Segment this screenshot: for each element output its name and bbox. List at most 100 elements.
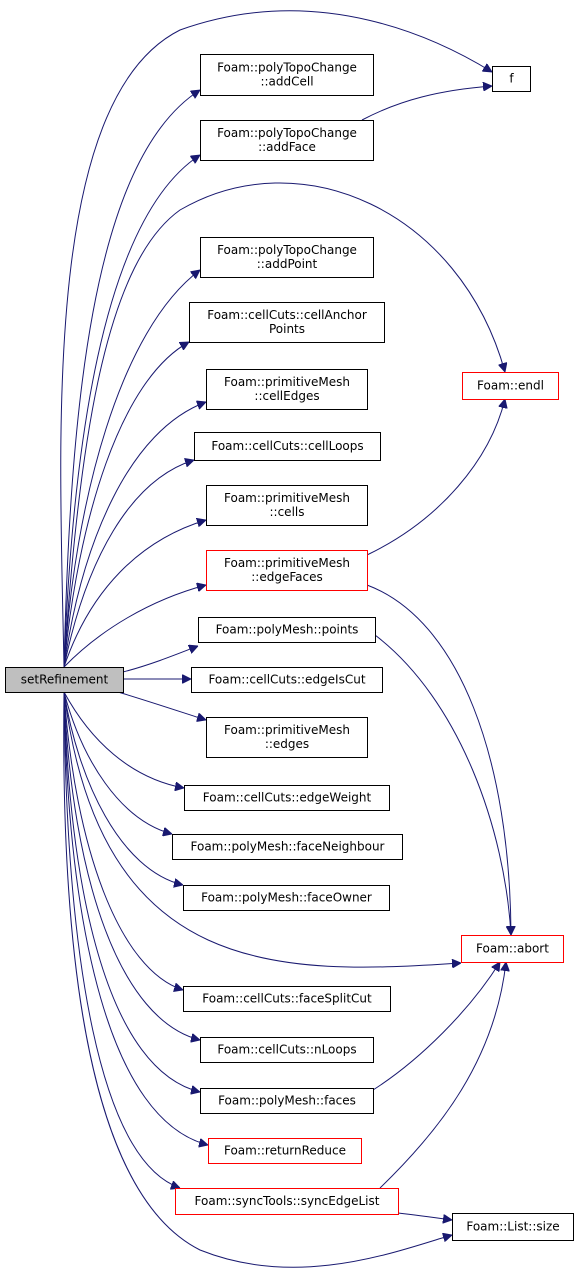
nodes-layer: setRefinementfFoam::polyTopoChange::addC… (5, 54, 574, 1241)
edge-setRefinement-to-cellEdges (63, 402, 206, 668)
edge-setRefinement-to-addCell (63, 90, 200, 668)
node-box (172, 834, 403, 860)
edge-setRefinement-to-edgeFaces (63, 585, 206, 668)
edge-setRefinement-to-addPoint (63, 270, 200, 668)
node-label: Foam::primitiveMesh (224, 491, 350, 505)
node-box (200, 1037, 374, 1063)
node-label: Foam::polyTopoChange (217, 243, 357, 257)
node-f[interactable]: f (492, 66, 531, 92)
edge-setRefinement-to-cellLoops (63, 460, 194, 668)
node-addCell[interactable]: Foam::polyTopoChange::addCell (200, 54, 374, 96)
edge-edgeFaces-to-abort (366, 584, 511, 935)
node-box (175, 1188, 399, 1215)
node-box (184, 785, 390, 811)
node-label: Foam::cellCuts::edgeIsCut (208, 673, 365, 687)
node-label: Foam::cellCuts::cellLoops (211, 439, 363, 453)
node-label: Foam::primitiveMesh (224, 556, 350, 570)
node-label: Foam::syncTools::syncEdgeList (195, 1194, 380, 1208)
node-box (208, 1138, 362, 1164)
node-label: Foam::cellCuts::edgeWeight (203, 791, 372, 805)
node-box (200, 237, 374, 278)
edge-syncEdgeList-to-abort (379, 962, 506, 1189)
edge-setRefinement-to-faceSplitCut (63, 691, 183, 990)
node-box (200, 1088, 374, 1114)
edge-setRefinement-to-cellAnchorPoints (63, 342, 189, 668)
node-label: Foam::polyMesh::faceNeighbour (191, 840, 385, 854)
node-label: Foam::abort (476, 942, 549, 956)
node-label: ::cells (270, 505, 305, 519)
node-box (492, 66, 531, 92)
node-label: Foam::polyTopoChange (217, 126, 357, 140)
node-label: Points (269, 322, 305, 336)
node-box (194, 432, 381, 461)
edge-setRefinement-to-faces (63, 691, 200, 1092)
edges-layer (60, 10, 511, 1268)
edge-setRefinement-to-syncEdgeList (63, 691, 180, 1188)
node-box (189, 302, 385, 343)
node-edgeIsCut[interactable]: Foam::cellCuts::edgeIsCut (191, 667, 383, 693)
edge-setRefinement-to-addFace (63, 155, 200, 668)
node-box (200, 54, 374, 96)
edge-setRefinement-to-abort (63, 691, 461, 967)
node-edges[interactable]: Foam::primitiveMesh::edges (206, 717, 368, 758)
node-addFace[interactable]: Foam::polyTopoChange::addFace (200, 120, 374, 161)
node-size[interactable]: Foam::List::size (452, 1213, 574, 1241)
edge-setRefinement-to-faceOwner (63, 691, 183, 885)
edge-addFace-to-f (361, 86, 492, 121)
node-box (183, 986, 391, 1012)
node-box (206, 485, 368, 526)
node-label: ::edgeFaces (251, 570, 322, 584)
edge-setRefinement-to-faceNeighbour (63, 691, 172, 834)
node-label: ::addCell (260, 75, 313, 89)
edge-setRefinement-to-nLoops (63, 691, 200, 1040)
node-setRefinement: setRefinement (5, 667, 124, 693)
node-label: Foam::cellCuts::nLoops (217, 1043, 356, 1057)
node-label: Foam::cellCuts::faceSplitCut (202, 992, 372, 1006)
node-box (461, 935, 564, 963)
node-label: Foam::endl (477, 379, 544, 393)
node-label: setRefinement (21, 673, 109, 687)
node-box (206, 717, 368, 758)
node-faceNeighbour[interactable]: Foam::polyMesh::faceNeighbour (172, 834, 403, 860)
node-abort[interactable]: Foam::abort (461, 935, 564, 963)
node-endl[interactable]: Foam::endl (462, 372, 559, 400)
node-label: Foam::polyMesh::faceOwner (201, 891, 372, 905)
edge-points-to-abort (374, 634, 511, 935)
node-label: Foam::primitiveMesh (224, 723, 350, 737)
node-label: ::cellEdges (254, 389, 319, 403)
node-box (191, 667, 383, 693)
node-box (206, 550, 368, 591)
node-box (452, 1213, 574, 1241)
edge-syncEdgeList-to-size (397, 1212, 452, 1220)
node-addPoint[interactable]: Foam::polyTopoChange::addPoint (200, 237, 374, 278)
node-syncEdgeList[interactable]: Foam::syncTools::syncEdgeList (175, 1188, 399, 1215)
edge-faces-to-abort (372, 962, 500, 1091)
node-returnReduce[interactable]: Foam::returnReduce (208, 1138, 362, 1164)
node-edgeWeight[interactable]: Foam::cellCuts::edgeWeight (184, 785, 390, 811)
node-points[interactable]: Foam::polyMesh::points (198, 617, 376, 643)
node-edgeFaces[interactable]: Foam::primitiveMesh::edgeFaces (206, 550, 368, 591)
node-faceSplitCut[interactable]: Foam::cellCuts::faceSplitCut (183, 986, 391, 1012)
node-cells[interactable]: Foam::primitiveMesh::cells (206, 485, 368, 526)
node-label: Foam::returnReduce (224, 1144, 346, 1158)
edge-setRefinement-to-cells (63, 520, 206, 668)
node-cellEdges[interactable]: Foam::primitiveMesh::cellEdges (206, 369, 368, 410)
node-label: Foam::polyTopoChange (217, 61, 357, 75)
node-label: Foam::polyMesh::faces (218, 1094, 356, 1108)
node-nLoops[interactable]: Foam::cellCuts::nLoops (200, 1037, 374, 1063)
node-box (198, 617, 376, 643)
node-box (200, 120, 374, 161)
node-label: ::addFace (258, 140, 316, 154)
node-cellLoops[interactable]: Foam::cellCuts::cellLoops (194, 432, 381, 461)
edge-setRefinement-to-returnReduce (63, 691, 208, 1145)
node-label: Foam::primitiveMesh (224, 375, 350, 389)
node-box (462, 372, 559, 400)
node-label: f (509, 72, 514, 86)
node-faces[interactable]: Foam::polyMesh::faces (200, 1088, 374, 1114)
node-faceOwner[interactable]: Foam::polyMesh::faceOwner (183, 885, 390, 911)
edge-edgeFaces-to-endl (366, 399, 505, 556)
node-label: Foam::List::size (466, 1220, 559, 1234)
node-box (5, 667, 124, 693)
